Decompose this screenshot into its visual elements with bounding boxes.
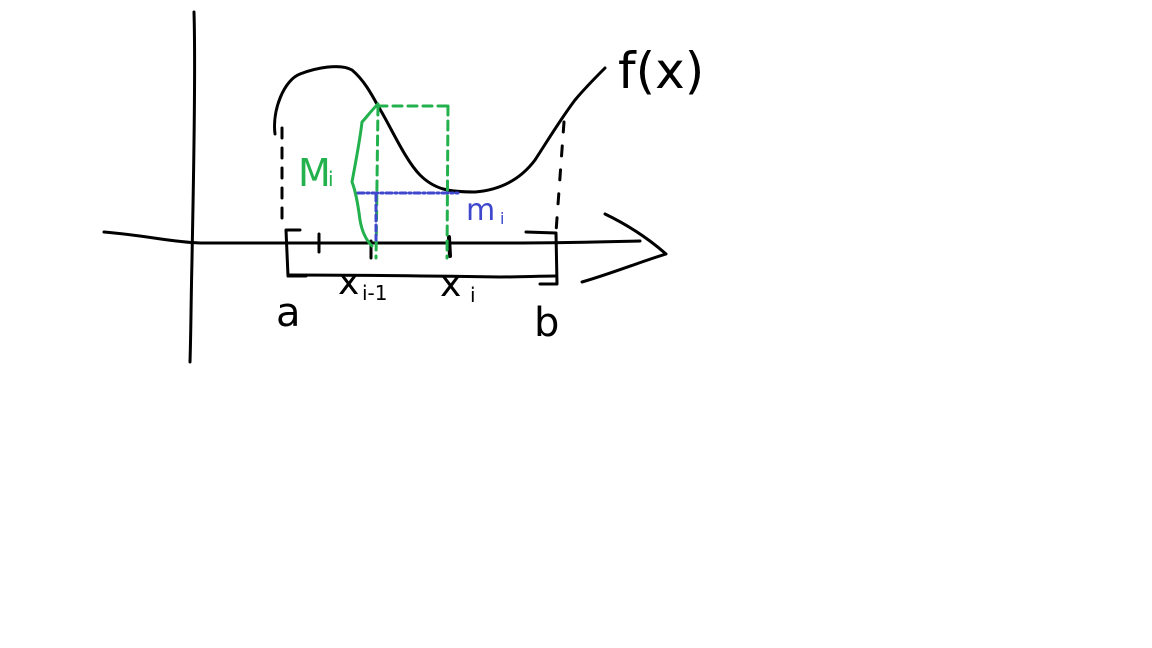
upper-brace (350, 102, 380, 248)
x-curr-subscript: i (470, 283, 476, 307)
x-axis (102, 230, 642, 245)
x-prev-label: x (338, 262, 359, 303)
upper-sum-label: M (298, 151, 331, 195)
function-curve (273, 65, 607, 194)
x-axis-arrowhead (580, 212, 668, 284)
lower-sum-label: m (466, 193, 495, 228)
interval-bracket-right (524, 230, 559, 286)
lower-bound-label: a (276, 290, 301, 336)
lower-sum-subscript: i (500, 209, 504, 228)
y-axis (188, 10, 197, 364)
upper-bound-label: b (534, 300, 559, 346)
interval-bracket (284, 228, 308, 278)
upper-sum-subscript: i (328, 167, 334, 191)
function-label: f(x) (618, 42, 704, 100)
upper-rectangle (374, 104, 450, 260)
partition-segment (288, 273, 558, 279)
x-prev-subscript: i-1 (362, 281, 388, 305)
boundary-b-dashed-line (554, 120, 566, 234)
tick-x-curr (447, 235, 452, 258)
x-curr-label: x (440, 264, 461, 305)
